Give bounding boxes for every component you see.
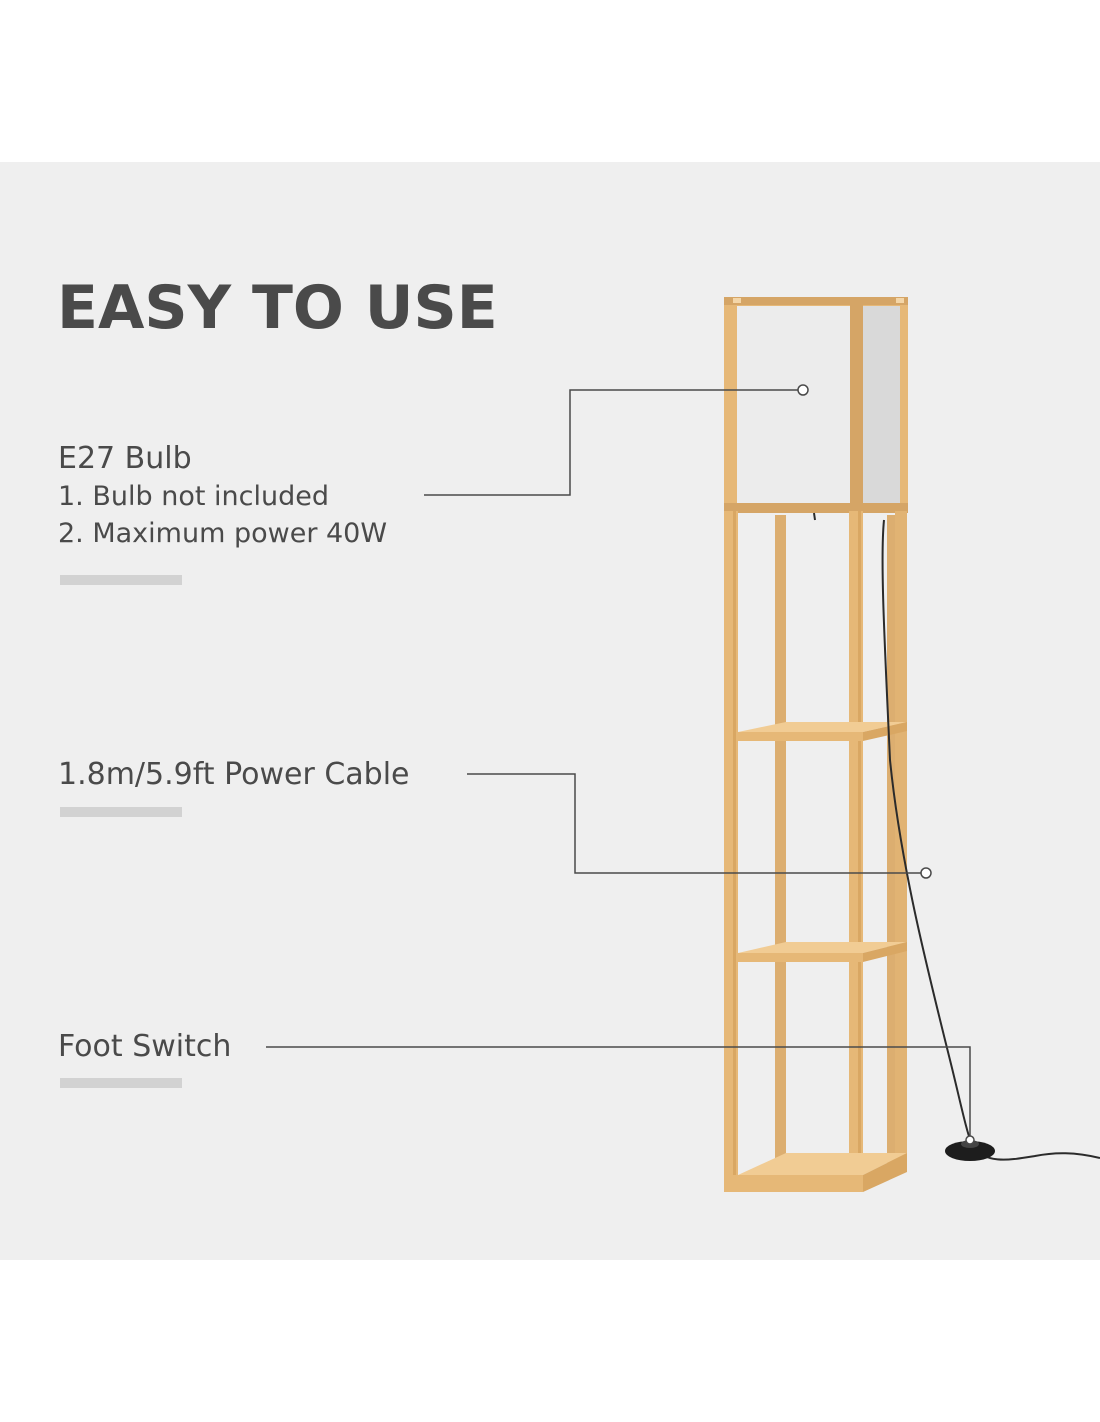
shelf <box>738 722 907 741</box>
feature-cable-heading: 1.8m/5.9ft Power Cable <box>58 757 410 792</box>
divider-bar <box>60 575 182 585</box>
foot-switch-icon <box>945 1141 995 1161</box>
feature-switch-heading: Foot Switch <box>58 1029 232 1064</box>
feature-bulb-note-1: 1. Bulb not included <box>58 481 329 512</box>
lamp-shade <box>724 297 908 513</box>
callout-dot <box>920 867 932 879</box>
divider-bar <box>60 1078 182 1088</box>
callout-line-switch <box>266 1046 971 1140</box>
callout-line-cable <box>467 773 926 874</box>
callout-dot <box>797 384 809 396</box>
back-post <box>775 515 786 1165</box>
page-title: EASY TO USE <box>57 273 498 343</box>
feature-bulb-heading: E27 Bulb <box>58 441 192 476</box>
shelf <box>738 942 907 962</box>
background-panel <box>0 162 1100 1260</box>
power-cable <box>813 512 1100 1161</box>
divider-bar <box>60 807 182 817</box>
callout-dot <box>965 1135 975 1145</box>
base-shelf <box>724 1153 907 1192</box>
feature-bulb-note-2: 2. Maximum power 40W <box>58 518 388 549</box>
callout-line-bulb <box>424 389 803 496</box>
